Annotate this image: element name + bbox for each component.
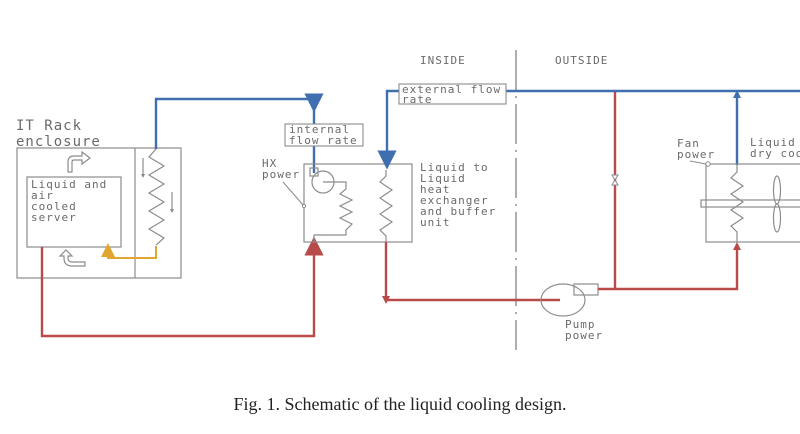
fan-power-line1: Fan [677, 137, 700, 150]
internal-flow-rate-box [284, 123, 364, 147]
hx-unit-line4: exchanger [420, 194, 489, 207]
rack-outline [16, 147, 182, 279]
hx-unit-line6: unit [420, 216, 451, 229]
rack-flow-arrowhead-1 [141, 174, 145, 178]
figure-caption: Fig. 1. Schematic of the liquid cooling … [233, 394, 567, 414]
external-flow-rate-box [398, 83, 507, 105]
hx-outline [303, 163, 413, 243]
external-flow-line1: external flow [402, 83, 501, 96]
dry-cooler-shaft [700, 199, 800, 208]
hx-to-rack-hot-line [40, 236, 324, 338]
air-out-arrow-icon [67, 150, 91, 173]
server-box [26, 176, 122, 248]
rack-title-line2: enclosure [16, 134, 101, 150]
outside-label: OUTSIDE [555, 54, 608, 67]
hx-unit-line3: heat [420, 183, 451, 196]
fan-power-terminal [705, 161, 711, 167]
bypass-valve-icon[interactable] [611, 174, 619, 186]
hx-internal-coil [313, 181, 354, 242]
hx-power-line1: HX [262, 157, 277, 170]
hx-power-line2: power [262, 168, 300, 181]
drycooler-outlet-arrowhead [733, 90, 741, 98]
pump-power-line1: Pump [565, 318, 596, 331]
rack-flow-arrowhead-2 [170, 209, 174, 213]
hx-unit-line1: Liquid to [420, 161, 489, 174]
drycooler-to-hx-cold-line [377, 89, 800, 170]
fan-power-leader [689, 160, 707, 165]
pump-power-line2: power [565, 329, 603, 342]
pump-outlet [573, 283, 599, 296]
pump: Pump power [540, 283, 603, 342]
dry-cooler-line1: Liquid to [750, 136, 800, 149]
pump-icon [540, 283, 586, 317]
hx-unit-line5: and buffer [420, 205, 496, 218]
rack-coil [147, 148, 166, 246]
pump-to-drycooler-hot-line [598, 244, 739, 291]
drycooler-inlet-arrowhead [733, 242, 741, 250]
server-label-line3: cooled [31, 200, 77, 213]
air-in-arrow-icon [58, 249, 86, 267]
hx-external-coil [378, 170, 394, 242]
dry-cooler-outline [705, 163, 800, 243]
internal-flow-line2: flow rate [289, 134, 358, 147]
dry-cooler-line2: dry cooler [750, 147, 800, 160]
server-loop-line [101, 243, 157, 259]
dry-cooler-coil [729, 165, 745, 242]
external-flow-line2: rate [402, 93, 433, 106]
inside-label: INSIDE [420, 54, 466, 67]
dry-cooler: Fan power Liquid to dry cooler [677, 136, 800, 243]
fan-blade-bottom [772, 203, 782, 233]
server-label-line1: Liquid and [31, 178, 107, 191]
internal-flow-line1: internal [289, 123, 350, 136]
rack-title-line1: IT Rack [16, 118, 82, 134]
hx-unit-line2: Liquid [420, 172, 466, 185]
server-label-line2: air [31, 189, 54, 202]
server-label-line4: server [31, 211, 77, 224]
hx-power-leader [282, 181, 305, 207]
hx-buffer-unit: HX power Liquid to Liquid heat exchanger… [262, 157, 496, 243]
it-rack-enclosure: IT Rack enclosure Liquid and air cooled … [16, 118, 182, 279]
fan-power-line2: power [677, 148, 715, 161]
hx-power-terminal [301, 203, 307, 209]
rack-to-hx-cold-line [154, 93, 324, 149]
